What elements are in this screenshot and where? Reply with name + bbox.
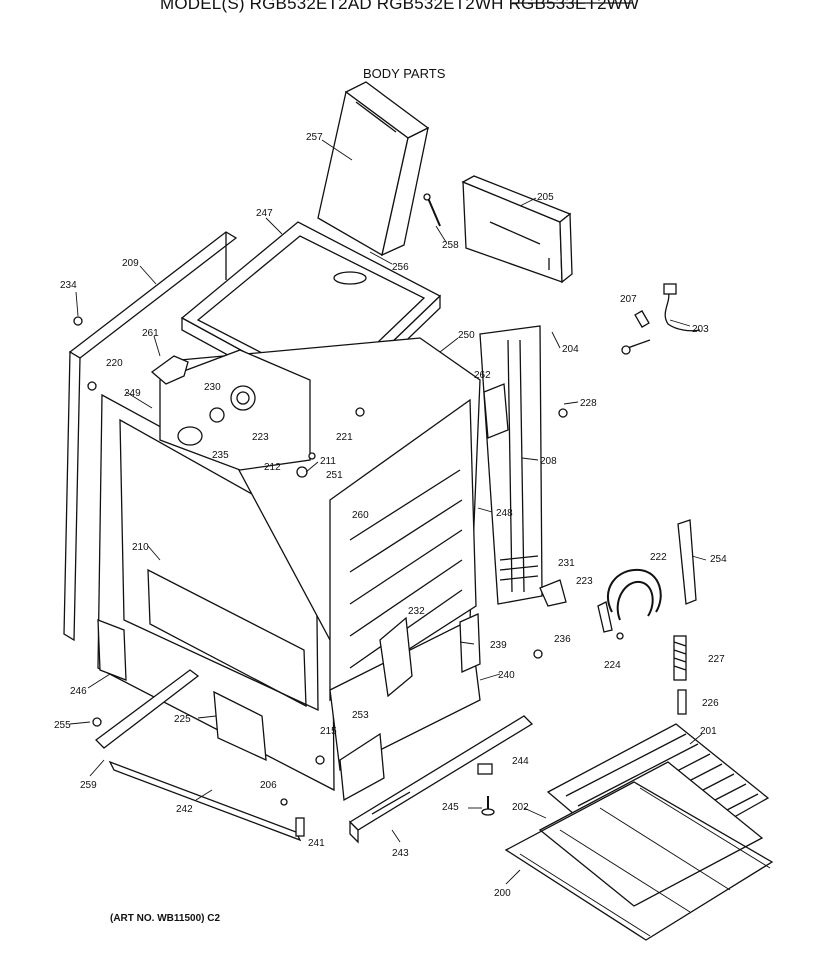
panel-225-drawing bbox=[213, 690, 267, 762]
label-250: 250 bbox=[458, 330, 475, 341]
label-208: 208 bbox=[540, 456, 557, 467]
springs-drawing bbox=[533, 635, 687, 715]
bracket-262-drawing bbox=[483, 383, 509, 439]
label-211: 211 bbox=[320, 456, 336, 467]
parts-207-203-drawing bbox=[621, 283, 701, 355]
label-245: 245 bbox=[442, 802, 459, 813]
label-212: 212 bbox=[264, 462, 281, 473]
label-222: 222 bbox=[650, 552, 667, 563]
cabinet-body-drawing bbox=[97, 337, 481, 792]
label-207: 207 bbox=[620, 294, 637, 305]
leader-lines bbox=[69, 139, 707, 885]
label-249: 249 bbox=[124, 388, 141, 399]
bracket-261-drawing bbox=[150, 355, 189, 385]
small-fasteners-drawing bbox=[73, 316, 568, 478]
label-236: 236 bbox=[554, 634, 571, 645]
label-255: 255 bbox=[54, 720, 71, 731]
label-242: 242 bbox=[176, 804, 193, 815]
front-rail-drawing bbox=[348, 715, 534, 844]
label-232: 232 bbox=[408, 606, 425, 617]
broiler-rack-drawing bbox=[504, 723, 774, 941]
label-210: 210 bbox=[132, 542, 149, 553]
label-205: 205 bbox=[537, 192, 554, 203]
label-234: 234 bbox=[60, 280, 77, 291]
label-235: 235 bbox=[212, 450, 229, 461]
rail-208-drawing bbox=[479, 325, 543, 605]
label-215: 215 bbox=[320, 726, 337, 737]
label-203: 203 bbox=[692, 324, 709, 335]
art-number: (ART NO. WB11500) C2 bbox=[110, 913, 221, 924]
label-259: 259 bbox=[80, 780, 97, 791]
label-204: 204 bbox=[562, 344, 579, 355]
label-226: 226 bbox=[702, 698, 719, 709]
label-244: 244 bbox=[512, 756, 529, 767]
side-panel-209-drawing bbox=[63, 231, 238, 642]
lower-panels-drawing bbox=[339, 613, 481, 802]
label-227: 227 bbox=[708, 654, 725, 665]
label-260: 260 bbox=[352, 510, 369, 521]
label-206: 206 bbox=[260, 780, 277, 791]
screw-258-drawing bbox=[423, 193, 441, 227]
label-240: 240 bbox=[498, 670, 515, 681]
label-221: 221 bbox=[336, 432, 353, 443]
label-201: 201 bbox=[700, 726, 717, 737]
label-246: 246 bbox=[70, 686, 87, 697]
label-223-valve: 223 bbox=[252, 432, 269, 443]
label-228: 228 bbox=[580, 398, 597, 409]
label-256: 256 bbox=[392, 262, 409, 273]
panel-205-drawing bbox=[461, 175, 573, 284]
label-223-bracket: 223 bbox=[576, 576, 593, 587]
label-248: 248 bbox=[496, 508, 513, 519]
label-261: 261 bbox=[142, 328, 159, 339]
label-253: 253 bbox=[352, 710, 369, 721]
label-231: 231 bbox=[558, 558, 575, 569]
label-225: 225 bbox=[174, 714, 191, 725]
label-258: 258 bbox=[442, 240, 459, 251]
panel-257-drawing bbox=[317, 81, 430, 257]
hinge-parts-drawing bbox=[539, 519, 697, 640]
label-209: 209 bbox=[122, 258, 139, 269]
label-257: 257 bbox=[306, 132, 323, 143]
section-title: BODY PARTS bbox=[363, 66, 446, 81]
label-224: 224 bbox=[604, 660, 621, 671]
label-254: 254 bbox=[710, 554, 727, 565]
label-243: 243 bbox=[392, 848, 409, 859]
label-262: 262 bbox=[474, 370, 491, 381]
label-200: 200 bbox=[494, 888, 511, 899]
label-251: 251 bbox=[326, 470, 343, 481]
label-239: 239 bbox=[490, 640, 507, 651]
part-labels: 257 205 247 258 256 209 234 207 203 204 … bbox=[54, 132, 727, 899]
misc-fasteners-drawing bbox=[280, 755, 325, 837]
label-241: 241 bbox=[308, 838, 325, 849]
label-220: 220 bbox=[106, 358, 123, 369]
label-202: 202 bbox=[512, 802, 529, 813]
kick-rail-drawing bbox=[92, 669, 302, 842]
label-247: 247 bbox=[256, 208, 273, 219]
label-230: 230 bbox=[204, 382, 221, 393]
